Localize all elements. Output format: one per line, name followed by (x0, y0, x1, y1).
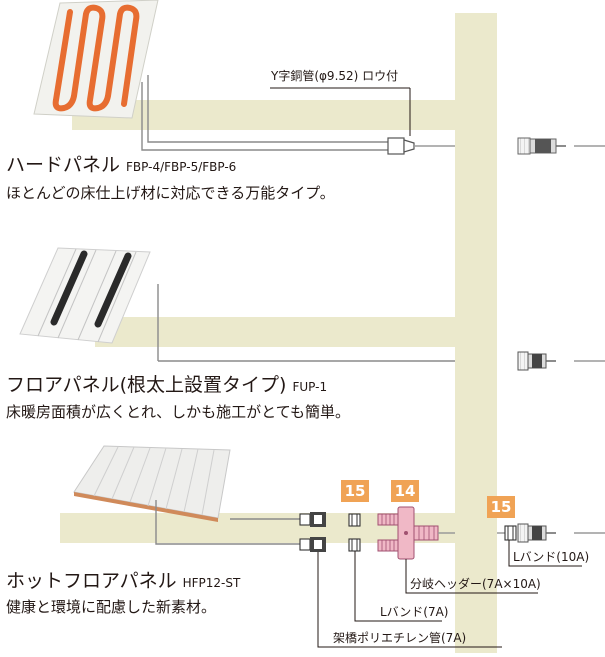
part-badge-15-left: 15 (341, 480, 369, 502)
floor-panel-description: 床暖房面積が広くとれ、しかも施工がとても簡単。 (6, 403, 350, 421)
band-7a-leader (354, 551, 442, 622)
floor-panel-title: フロアパネル(根太上設置タイプ)FUP-1 (6, 374, 328, 396)
band-10a-label: Lバンド(10A) (513, 550, 590, 564)
branch-header (377, 506, 439, 560)
pe-pipe-leader (317, 552, 502, 648)
floor-panel-model: FUP-1 (292, 380, 328, 394)
y-copper-pipe (387, 137, 455, 155)
part-badge-15-right: 15 (487, 496, 515, 518)
track-row-1 (72, 100, 472, 130)
l-band-7a-top (348, 513, 361, 527)
hot-floor-panel-image (73, 445, 231, 522)
track-row-2 (95, 317, 472, 347)
pipe-joint-3 (517, 523, 605, 543)
hard-panel-model: FBP-4/FBP-5/FBP-6 (126, 160, 237, 174)
hard-panel-image (33, 0, 159, 119)
l-band-10a (504, 525, 517, 541)
hot-floor-panel-description: 健康と環境に配慮した新素材。 (6, 598, 217, 616)
pipe-joint-1 (517, 137, 605, 155)
header-leader (405, 559, 538, 594)
l-band-7a-bottom (348, 538, 361, 552)
band-10a-leader (508, 540, 582, 567)
pe-pipe-fitting-bottom (299, 537, 326, 552)
floor-panel-image (19, 247, 151, 344)
y-pipe-label: Y字銅管(φ9.52) ロウ付 (271, 69, 399, 83)
band-7a-label: Lバンド(7A) (380, 605, 449, 619)
pipe-joint-2 (517, 351, 605, 371)
part-badge-14: 14 (391, 480, 419, 502)
header-label: 分岐ヘッダー(7A×10A) (410, 577, 541, 591)
hot-floor-panel-model: HFP12-ST (182, 576, 241, 590)
hard-panel-description: ほとんどの床仕上げ材に対応できる万能タイプ。 (6, 184, 335, 202)
pe-pipe-label: 架橋ポリエチレン管(7A) (333, 631, 467, 645)
pe-pipe-fitting-top (299, 512, 326, 527)
